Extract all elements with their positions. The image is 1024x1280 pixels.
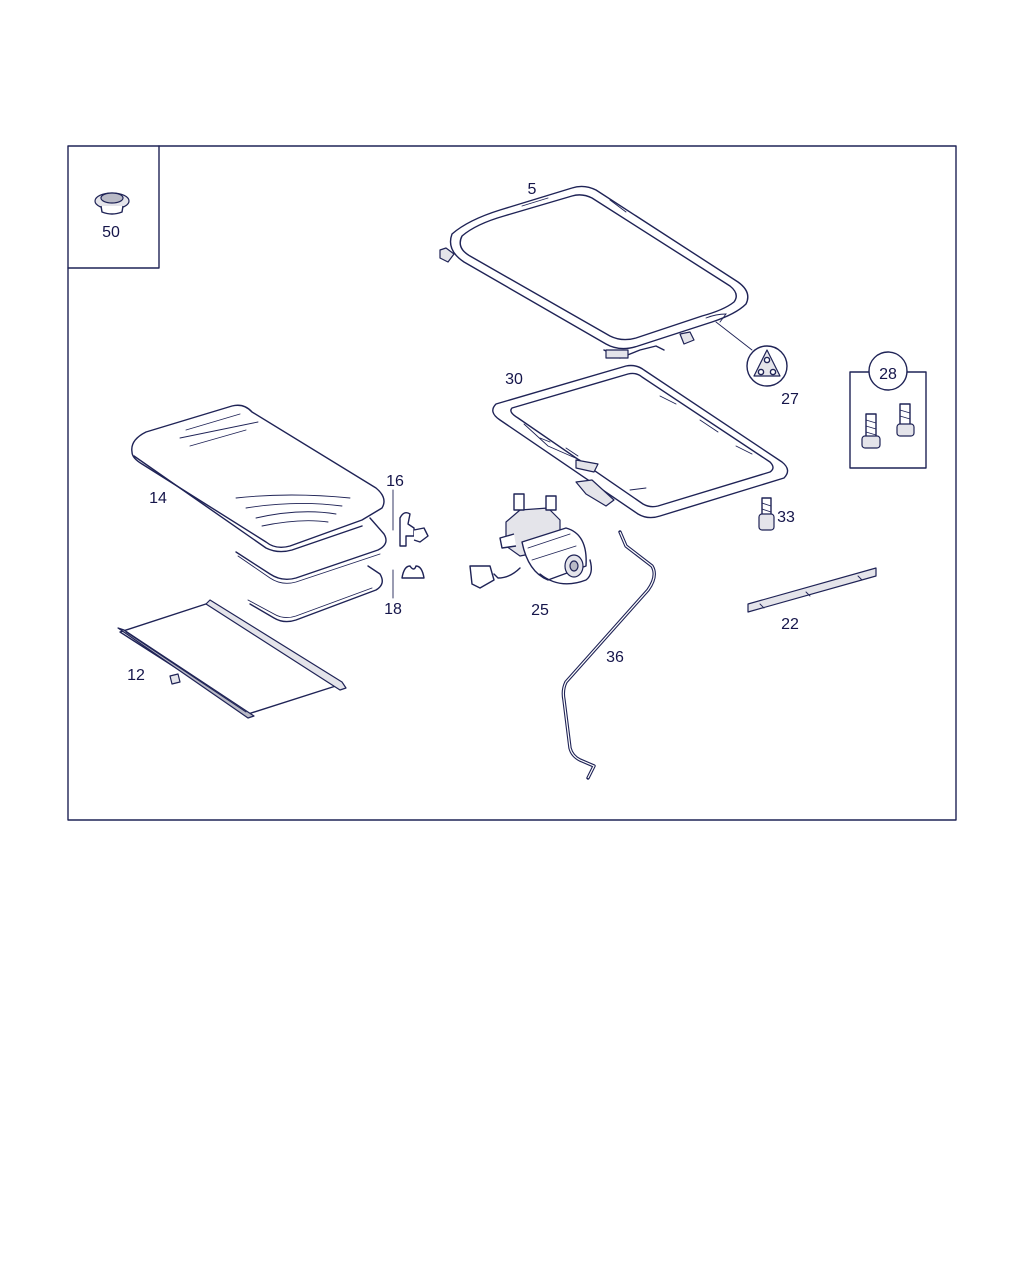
part-22-strip (747, 567, 877, 613)
part-18-seal-profile (392, 565, 425, 599)
part-16-seal-profile (392, 489, 429, 547)
label-30: 30 (505, 371, 523, 388)
part-25-drive-motor (469, 493, 593, 589)
label-18: 18 (384, 601, 402, 618)
part-14-glass-lid (131, 404, 385, 553)
part-28-screw-set (849, 351, 927, 469)
diagram-frame (67, 145, 957, 821)
part-27-guide-pad (746, 345, 788, 387)
label-5: 5 (528, 181, 537, 198)
part-30-frame (492, 364, 789, 519)
label-28: 28 (879, 366, 897, 383)
seal-lower (247, 565, 383, 623)
seal-upper (235, 517, 387, 584)
label-50: 50 (102, 224, 120, 241)
label-36: 36 (606, 649, 624, 666)
part-36-drain-hose (561, 530, 656, 780)
inset-box-50 (67, 145, 160, 269)
label-14: 14 (149, 490, 167, 507)
label-25: 25 (531, 602, 549, 619)
label-16: 16 (386, 473, 404, 490)
label-12: 12 (127, 667, 145, 684)
part-5-roof-panel (439, 185, 753, 359)
label-33: 33 (777, 509, 795, 526)
part-50-grommet (94, 192, 130, 215)
label-22: 22 (781, 616, 799, 633)
part-12-sunshade (117, 599, 347, 719)
part-33-screw (758, 497, 775, 531)
label-27: 27 (781, 391, 799, 408)
